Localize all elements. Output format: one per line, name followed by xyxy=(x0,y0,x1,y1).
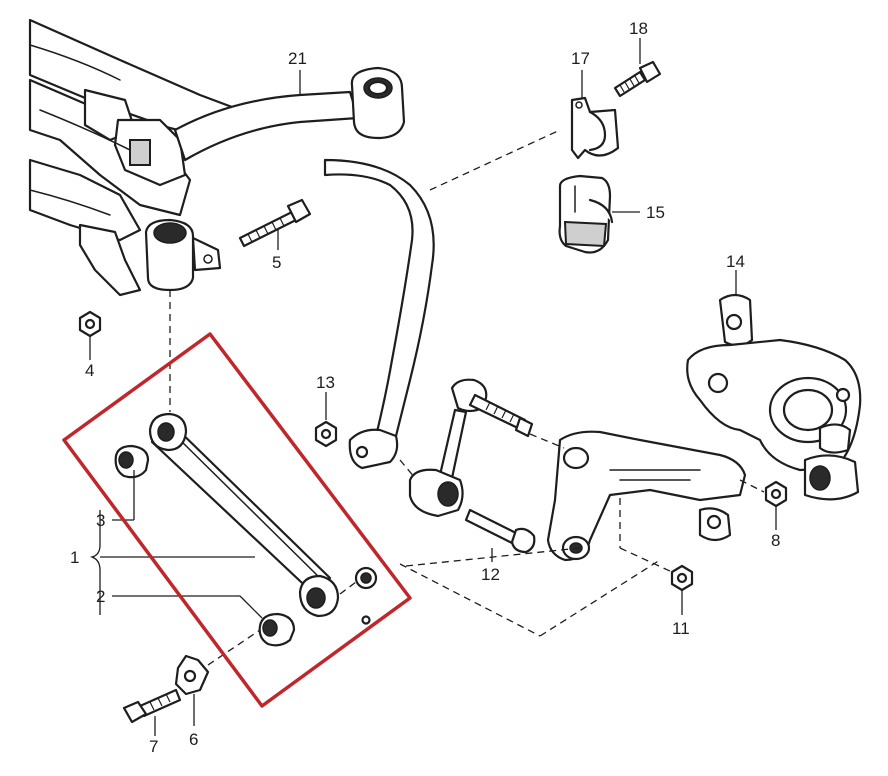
transverse-link-bracket xyxy=(546,430,747,562)
wheel-carrier-14 xyxy=(686,293,862,501)
callout-12: 12 xyxy=(481,565,500,584)
subframe xyxy=(28,18,242,297)
leader-lines xyxy=(89,38,777,736)
callout-labels: 21 17 18 15 5 4 13 14 8 11 12 1 3 2 6 7 xyxy=(70,19,780,756)
eccentric-washer-6 xyxy=(174,654,210,696)
callout-13: 13 xyxy=(316,373,335,392)
callout-5: 5 xyxy=(272,253,281,272)
stabilizer-bar xyxy=(323,158,435,470)
nut-13 xyxy=(314,420,338,448)
callout-18: 18 xyxy=(629,19,648,38)
callout-3: 3 xyxy=(96,511,105,530)
lower-control-arm-1 xyxy=(148,412,340,618)
coupling-rod xyxy=(408,378,534,518)
callout-4: 4 xyxy=(85,361,94,380)
callout-15: 15 xyxy=(646,203,665,222)
callout-17: 17 xyxy=(571,49,590,68)
bushing-2 xyxy=(258,612,296,647)
bolt-18 xyxy=(613,60,662,98)
washer xyxy=(354,566,378,625)
callout-11: 11 xyxy=(672,619,690,638)
callout-14: 14 xyxy=(726,252,745,271)
nut-8 xyxy=(764,480,788,508)
callout-7: 7 xyxy=(149,737,158,756)
nut-11 xyxy=(670,564,694,592)
stabilizer-clamp-17 xyxy=(570,96,620,160)
bolt-5 xyxy=(238,198,312,248)
bushing-3 xyxy=(114,444,150,479)
upper-control-arm-21 xyxy=(173,66,406,162)
stabilizer-bushing-15 xyxy=(558,174,614,254)
bolt-7 xyxy=(122,688,182,724)
callout-8: 8 xyxy=(771,531,780,550)
callout-1: 1 xyxy=(70,548,79,567)
rear-bushing-mount xyxy=(144,218,222,292)
nut-4 xyxy=(78,310,102,338)
bolt-12 xyxy=(464,508,536,554)
callout-21: 21 xyxy=(288,49,307,68)
callout-6: 6 xyxy=(189,730,198,749)
callout-2: 2 xyxy=(96,587,105,606)
highlight-box xyxy=(62,332,412,708)
